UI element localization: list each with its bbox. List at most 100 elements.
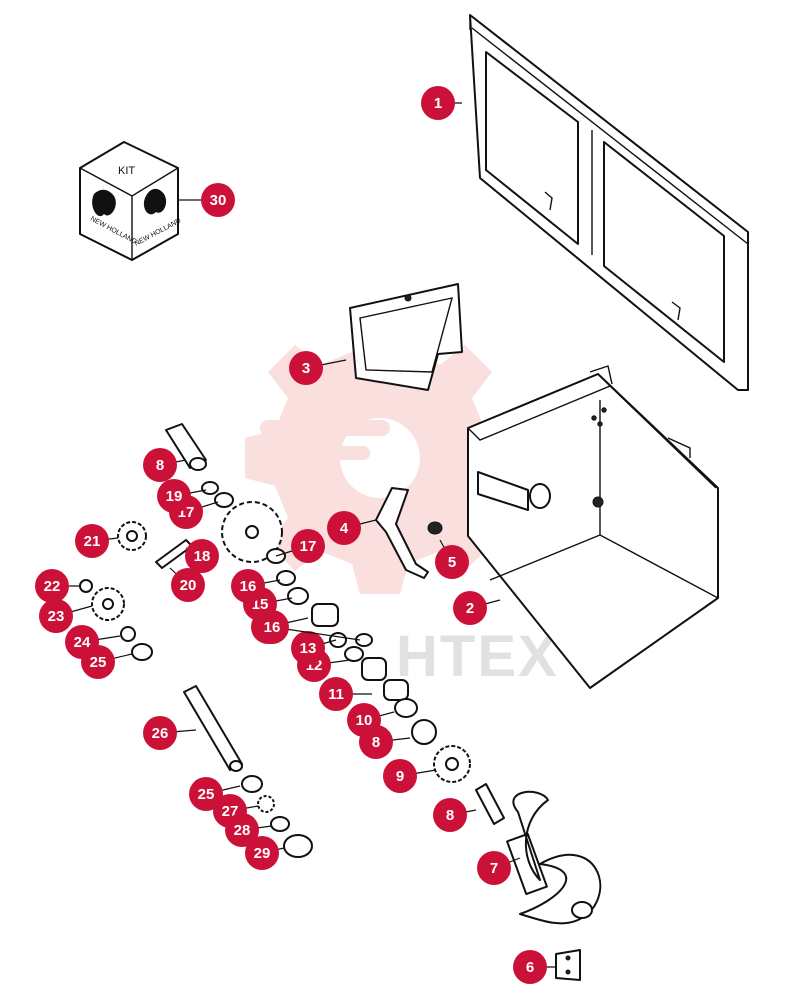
- callout-number: 26: [152, 725, 169, 742]
- callout-number: 29: [254, 845, 271, 862]
- part-9-sprocket: [433, 745, 471, 783]
- callout-badge: 10: [347, 703, 381, 737]
- callout-number: 7: [490, 860, 498, 877]
- part-17-washer-upper: [214, 492, 234, 508]
- part-16-washer-upper: [276, 570, 296, 586]
- callout-circle: [289, 351, 323, 385]
- callout-badge: 18: [185, 539, 219, 573]
- callout-number: 5: [448, 554, 456, 571]
- callout-circle: [225, 813, 259, 847]
- callout-badge: 22: [35, 569, 69, 603]
- callout-number: 11: [328, 686, 344, 703]
- callout-badge: 9: [383, 759, 417, 793]
- callout-number: 13: [300, 640, 317, 657]
- callout-badge: 8: [433, 798, 467, 832]
- part-8-shaft-upper: [165, 423, 207, 471]
- callout-number: 23: [48, 608, 65, 625]
- part-19-washer: [201, 481, 219, 495]
- callout-number: 6: [526, 959, 534, 976]
- callout-badge: 30: [201, 183, 235, 217]
- callout-badge: 16: [231, 569, 265, 603]
- part-29-cap: [283, 834, 313, 858]
- part-28-washer: [270, 816, 290, 832]
- part-25-bushing-lower: [241, 775, 263, 793]
- callout-circle: [157, 479, 191, 513]
- callout-badge: 21: [75, 524, 109, 558]
- callout-circle: [435, 545, 469, 579]
- callout-badge: 3: [289, 351, 323, 385]
- callout-circle: [327, 511, 361, 545]
- callout-circle: [513, 950, 547, 984]
- callout-circle: [347, 703, 381, 737]
- new-holland-logo-icon-right: [143, 188, 167, 215]
- callout-badge: 16: [255, 610, 289, 644]
- callout-number: 16: [240, 578, 257, 595]
- callout-circle: [81, 645, 115, 679]
- part-18-large-sprocket: [221, 501, 283, 563]
- part-21-sprocket: [117, 521, 147, 551]
- callout-badge: 25: [81, 645, 115, 679]
- callout-number: 18: [194, 548, 211, 565]
- callout-circle: [35, 569, 69, 603]
- callout-badge: 6: [513, 950, 547, 984]
- watermark-text: HTEX: [396, 624, 559, 689]
- callout-circle: [231, 569, 265, 603]
- callout-circle: [143, 448, 177, 482]
- callout-badge: 2: [453, 591, 487, 625]
- part-8-pin-lower: [475, 783, 505, 825]
- callout-circle: [291, 631, 325, 665]
- kit-box: KIT NEW HOLLAND NEW HOLLAND: [79, 141, 182, 261]
- callout-badge: 17: [291, 529, 325, 563]
- part-8-hub: [411, 719, 437, 745]
- callout-badge: 20: [171, 568, 205, 602]
- callout-number: 19: [166, 488, 183, 505]
- part-23-sprocket: [91, 587, 125, 621]
- callout-number: 3: [302, 360, 310, 377]
- callout-number: 4: [340, 520, 349, 537]
- callout-badge: 13: [291, 631, 325, 665]
- part-3-deflector: [349, 283, 463, 391]
- part-10-bearing: [394, 698, 418, 718]
- callout-circle: [143, 716, 177, 750]
- callout-number: 9: [396, 768, 404, 785]
- watermark-gear-icon: [245, 322, 515, 594]
- part-7-auger: [506, 790, 602, 925]
- part-12-washer: [344, 646, 364, 662]
- part-6-knife: [555, 949, 581, 981]
- part-24-bushing: [120, 626, 136, 642]
- callout-number: 1: [434, 95, 442, 112]
- part-22-nut: [79, 579, 93, 593]
- callout-number: 8: [156, 457, 164, 474]
- callout-badge: 23: [39, 599, 73, 633]
- callout-badge: 26: [143, 716, 177, 750]
- callout-badge: 28: [225, 813, 259, 847]
- callout-circle: [291, 529, 325, 563]
- callout-layer: 1234567888910111213141516161717181920212…: [35, 86, 556, 984]
- callout-circle: [201, 183, 235, 217]
- part-1-frame: [469, 14, 749, 391]
- part-14-bushing: [311, 603, 339, 627]
- part-26-shaft: [183, 685, 243, 772]
- callout-badge: 7: [477, 851, 511, 885]
- callout-badge: 4: [327, 511, 361, 545]
- callout-number: 30: [210, 192, 227, 209]
- callout-circle: [189, 777, 223, 811]
- callout-badge: 5: [435, 545, 469, 579]
- callout-badge: 29: [245, 836, 279, 870]
- callout-number: 2: [466, 600, 474, 617]
- part-5-nut: [427, 521, 443, 535]
- part-11-sleeve: [361, 657, 387, 681]
- callout-circle: [319, 677, 353, 711]
- callout-number: 25: [90, 654, 107, 671]
- callout-circle: [453, 591, 487, 625]
- part-13-seal: [329, 632, 347, 648]
- callout-badge: 1: [421, 86, 455, 120]
- callout-number: 17: [300, 538, 317, 555]
- callout-badge: 25: [189, 777, 223, 811]
- part-11-sleeve-b: [383, 679, 409, 701]
- callout-number: 21: [84, 533, 101, 550]
- callout-number: 16: [264, 619, 281, 636]
- callout-circle: [433, 798, 467, 832]
- part-27-sprocket: [257, 795, 275, 813]
